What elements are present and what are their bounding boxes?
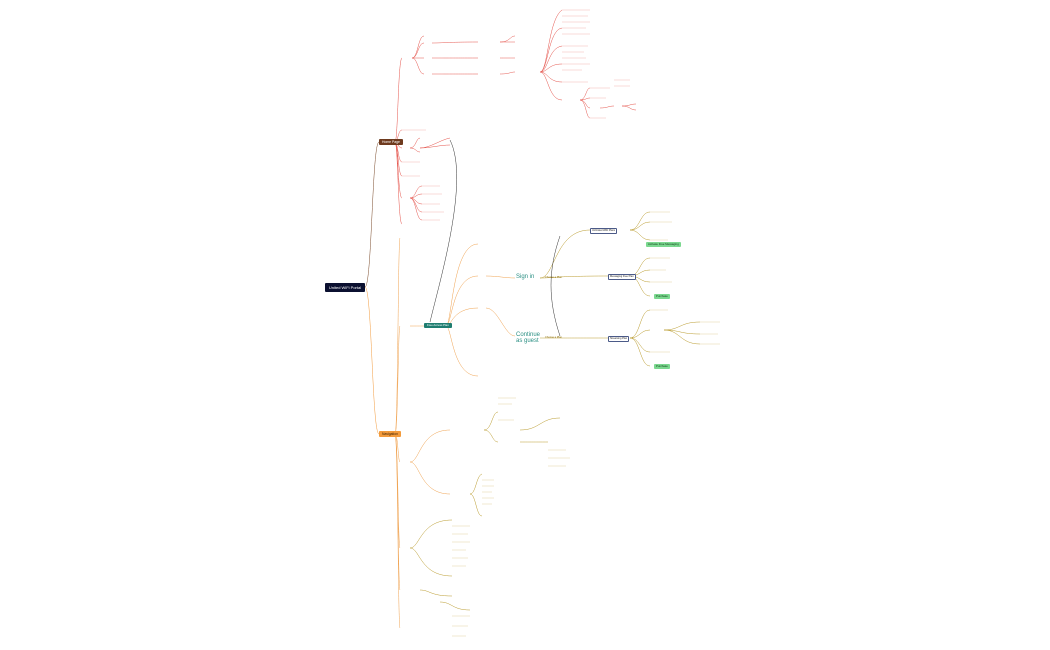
- choose-plan-label-b: Choose a Plan: [545, 336, 563, 339]
- free-access-node[interactable]: Free Access Plan: [424, 323, 452, 328]
- unlimited-plans-box[interactable]: Unlimited WiFi Plans: [590, 228, 618, 234]
- purchase-node-b[interactable]: Purchase: [654, 364, 670, 369]
- root-node[interactable]: United WiFi Portal: [325, 283, 365, 292]
- streaming-plan-box[interactable]: Streaming Plan: [608, 336, 630, 342]
- purchase-node-a[interactable]: Purchase: [654, 294, 670, 299]
- continue-guest-line2[interactable]: as guest: [516, 338, 539, 344]
- category-navigation[interactable]: Navigation: [379, 431, 402, 437]
- activate-free-messaging-node[interactable]: Activate Free Messaging: [646, 242, 681, 247]
- category-home-page[interactable]: Home Page: [379, 139, 403, 145]
- messaging-plan-box[interactable]: Messaging Free Plan: [608, 274, 636, 280]
- continue-guest-line1[interactable]: Continue: [516, 332, 541, 338]
- sign-in-node[interactable]: Sign in: [516, 274, 535, 280]
- choose-plan-label-a: Choose a Plan: [545, 276, 563, 279]
